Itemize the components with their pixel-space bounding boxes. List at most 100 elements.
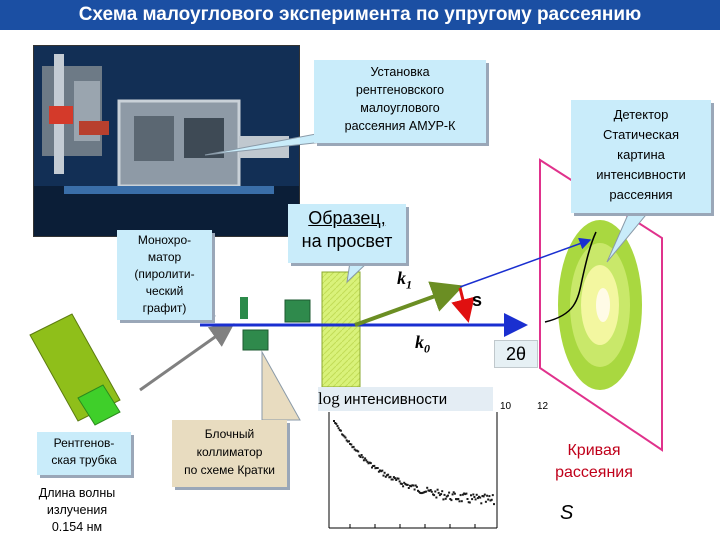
curve-point xyxy=(472,493,475,496)
curve-point xyxy=(365,459,368,462)
curve-point xyxy=(357,450,360,453)
k0-letter: k xyxy=(415,332,424,352)
curve-point xyxy=(388,476,391,479)
mono-line-4: ческий xyxy=(145,284,184,298)
curve-point xyxy=(358,454,361,457)
two-theta-label: 2θ xyxy=(494,340,538,368)
curve-point xyxy=(381,469,384,472)
curve-point xyxy=(425,490,428,493)
curve-point xyxy=(493,503,495,506)
setup-line-3: малоуглового xyxy=(360,101,440,115)
curve-point xyxy=(419,492,422,494)
curve-point xyxy=(484,500,487,503)
curve-point xyxy=(417,489,419,492)
curve-point xyxy=(337,427,340,430)
s-vector xyxy=(451,287,475,323)
curve-point xyxy=(354,449,357,452)
curve-point xyxy=(449,498,452,500)
curve-point xyxy=(405,483,408,486)
curve-point xyxy=(375,467,378,469)
tube-line-2: ская трубка xyxy=(51,453,117,467)
k1-vector xyxy=(354,281,464,327)
curve-point xyxy=(423,490,426,493)
curve-point xyxy=(460,500,463,503)
curve-point xyxy=(394,477,396,480)
curve-point xyxy=(383,471,386,474)
curve-point xyxy=(444,497,447,500)
collimator-block-top xyxy=(284,299,311,323)
curve-point xyxy=(361,456,364,459)
curve-point xyxy=(390,478,393,481)
monochromator-crystal xyxy=(240,297,248,319)
curve-point xyxy=(438,494,441,497)
curve-point xyxy=(455,498,457,501)
setup-photo xyxy=(33,45,300,237)
detector-line-2: Статическая xyxy=(602,127,680,142)
curve-point xyxy=(392,476,395,479)
scattering-rings xyxy=(558,220,642,390)
curve-point xyxy=(436,488,439,491)
xray-tube xyxy=(29,313,121,426)
curve-point xyxy=(430,490,433,493)
setup-callout: Установка рентгеновского малоуглового ра… xyxy=(314,60,486,143)
mono-line-2: матор xyxy=(147,250,182,264)
curve-point xyxy=(471,498,474,501)
curve-label: Кривая рассеяния xyxy=(538,440,650,484)
curve-point xyxy=(398,480,401,483)
collimator-callout: Блочный коллиматор по схеме Кратки xyxy=(172,420,287,487)
curve-point xyxy=(475,493,478,496)
curve-point xyxy=(387,473,390,476)
scattered-ray xyxy=(459,237,592,288)
setup-line-2: рентгеновского xyxy=(355,83,445,97)
curve-point xyxy=(409,484,411,487)
curve-point xyxy=(343,435,346,438)
k1-subscript: 1 xyxy=(406,277,412,292)
mono-line-3: (пиролити- xyxy=(134,267,195,281)
plot-ylabel-text: интенсивности xyxy=(343,391,448,408)
curve-point xyxy=(487,498,490,501)
curve-point xyxy=(465,492,468,495)
curve-point xyxy=(367,462,370,465)
curve-point xyxy=(457,498,460,500)
curve-point xyxy=(389,475,392,478)
curve-point xyxy=(346,440,349,443)
sample-line-2: на просвет xyxy=(301,231,393,251)
curve-point xyxy=(451,493,454,496)
mono-line-1: Монохро- xyxy=(137,233,192,247)
curve-point xyxy=(349,443,352,445)
curve-point xyxy=(448,491,451,494)
curve-point xyxy=(459,494,462,497)
curve-point xyxy=(461,493,464,496)
curve-point xyxy=(435,496,438,499)
curve-point xyxy=(440,493,443,496)
curve-point xyxy=(362,459,365,462)
curve-point xyxy=(411,484,414,487)
curve-point xyxy=(480,502,483,505)
curve-point xyxy=(391,478,394,481)
curve-point xyxy=(372,465,375,467)
curve-point xyxy=(433,494,436,497)
curve-point xyxy=(356,449,358,452)
tube-callout: Рентгенов- ская трубка xyxy=(37,432,131,475)
curve-point xyxy=(396,477,399,480)
curve-point xyxy=(437,491,440,494)
plot-tick-12: 12 xyxy=(537,401,549,412)
curve-point xyxy=(382,474,385,477)
curve-point xyxy=(359,456,362,458)
wavelength-line-2: излучения xyxy=(46,503,108,517)
curve-point xyxy=(434,490,437,493)
curve-point xyxy=(374,467,377,470)
curve-point xyxy=(376,467,379,469)
curve-point xyxy=(410,485,413,488)
curve-point xyxy=(368,461,371,464)
page-title: Схема малоуглового эксперимента по упруг… xyxy=(78,4,642,25)
curve-point xyxy=(345,439,348,442)
curve-point xyxy=(339,429,342,432)
curve-point xyxy=(385,474,388,477)
curve-point xyxy=(415,485,418,488)
curve-point xyxy=(379,469,381,472)
curve-point xyxy=(452,491,455,494)
curve-point xyxy=(412,484,415,487)
collimator-line-2: коллиматор xyxy=(196,445,263,459)
detector-line-1: Детектор xyxy=(613,107,669,122)
